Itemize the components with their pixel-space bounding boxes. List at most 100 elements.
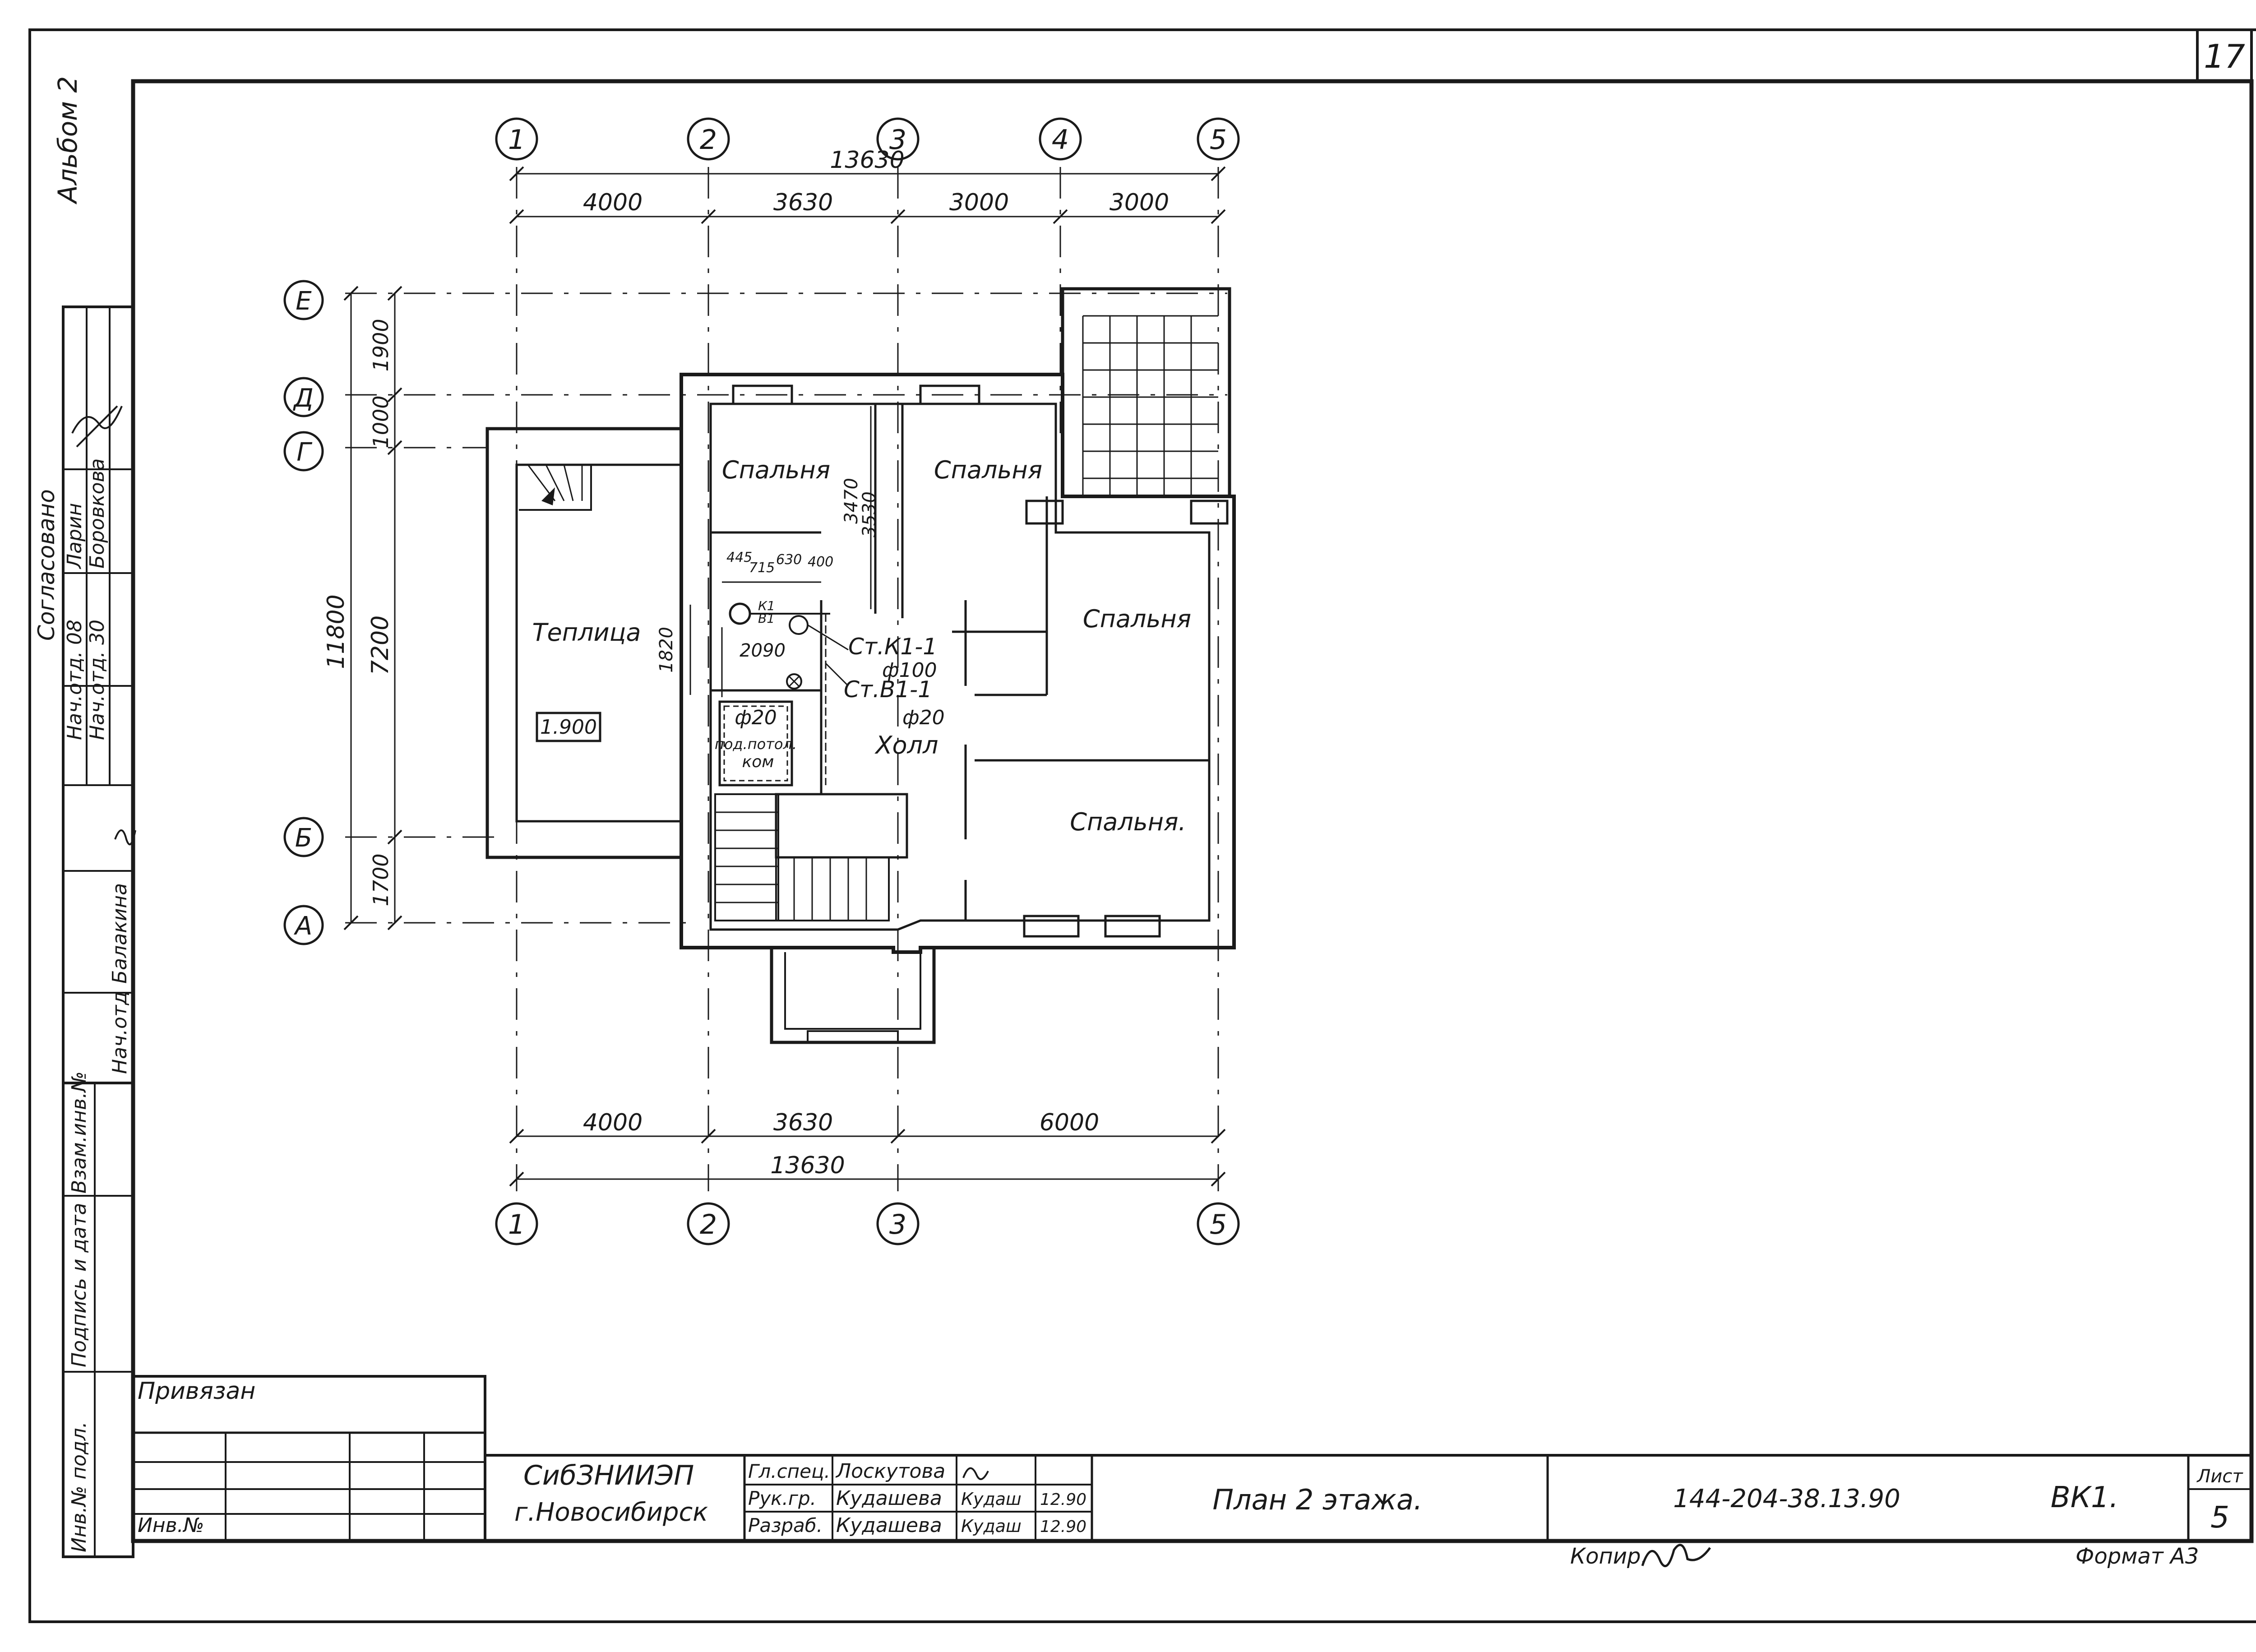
axis-bubble-top-4	[1039, 117, 1082, 161]
room-bedroom-3: Спальня	[1083, 605, 1191, 633]
stair-treads	[793, 857, 867, 921]
riser-v1-diameter: ф20	[902, 706, 945, 729]
leader-v1	[825, 662, 849, 687]
dim-bottom-3: 6000	[1040, 1109, 1099, 1136]
drawing-frame	[131, 79, 2254, 1543]
top-dimensions: 13630 4000 3630 3000 3000	[509, 147, 1226, 224]
replaced-inventory-label: Взам.инв.№	[68, 1071, 91, 1194]
window-top-1	[732, 384, 793, 405]
axis-bubble-bottom-3	[876, 1202, 920, 1245]
leader-k1	[807, 624, 849, 651]
axis-bubble-top-3	[876, 117, 920, 161]
format-label: Формат А3	[2076, 1544, 2199, 1569]
window-right-1	[1025, 500, 1064, 525]
axis-bubble-bottom-2	[687, 1202, 730, 1245]
axis-bubble-D	[283, 377, 324, 417]
dim-ticks-top	[509, 166, 1226, 224]
dim-left-2: 1000	[369, 395, 393, 448]
axis-label-top-1: 1	[508, 124, 525, 156]
floor-plan: 1 2 3 4 5 1 2 3 5 Е Д Г Б	[283, 117, 1240, 1245]
approval-name-2: Боровкова	[86, 458, 109, 569]
axis-label-bottom-3: 3	[889, 1209, 906, 1240]
approval-header: Согласовано	[33, 489, 60, 641]
axis-lines	[345, 167, 1227, 1191]
dim-interior-7: 3470	[841, 478, 862, 524]
dim-left-4: 1700	[369, 853, 393, 906]
utility-room-outline	[718, 700, 793, 787]
dim-ticks-left	[343, 286, 402, 930]
stair-landing	[775, 793, 908, 859]
axis-bubble-bottom-1	[495, 1202, 538, 1245]
axis-label-E: Е	[296, 287, 312, 316]
interior-dimensions: 445 715 630 400 1820 2090 3470 3530	[656, 406, 880, 695]
dim-left-3: 7200	[367, 615, 394, 675]
walls	[485, 373, 1236, 1044]
dim-bottom-2: 3630	[773, 1109, 833, 1136]
bottom-dimensions: 4000 3630 6000 13630	[509, 1109, 1226, 1187]
dim-bottom-1: 4000	[583, 1109, 643, 1136]
window-top-2	[919, 384, 980, 405]
stair-treads	[715, 811, 778, 903]
stair-arrow	[541, 487, 555, 505]
dim-interior-1: 445	[726, 550, 752, 565]
document-code: 144-204-38.13.90	[1673, 1484, 1900, 1513]
pipe-diameter-label: ф20	[735, 706, 777, 729]
plumbing: К1 В1 Ст.К1-1 ф100 Ст.В1-1 ф20	[721, 598, 945, 785]
inventory-box	[62, 1082, 134, 1558]
greenhouse-stair	[519, 464, 592, 511]
riser-k1-tag: К1	[758, 598, 775, 613]
bay-window	[807, 1030, 899, 1043]
staff-signature-3: Кудаш	[961, 1516, 1022, 1536]
axis-label-G: Г	[296, 438, 312, 467]
staff-name-1: Лоскутова	[835, 1460, 945, 1483]
side-stamp: Согласовано Нач.отд. 08 Нач.отд. 30 Лари…	[33, 305, 136, 1558]
stair-treads	[527, 464, 583, 501]
sheet-mark-box	[2196, 28, 2253, 83]
sheet-label: Лист	[2196, 1466, 2243, 1487]
title-block: Привязан Инв.№ СибЗНИИЭП г.Новосибирск Г…	[132, 1375, 2253, 1569]
approval-role-2: Нач.отд. 30	[86, 620, 109, 740]
sheet-number: 5	[2210, 1500, 2229, 1535]
riser-k1-diameter: ф100	[882, 659, 937, 682]
side-stamp-role: Нач.отд	[108, 991, 131, 1074]
axis-label-bottom-1: 1	[508, 1209, 525, 1240]
axis-label-bottom-2: 2	[700, 1209, 717, 1240]
dim-ticks-bottom	[509, 1129, 1226, 1187]
axis-bubble-top-2	[687, 117, 730, 161]
riser-v1-tag: В1	[758, 611, 775, 626]
axis-label-top-5: 5	[1210, 124, 1227, 156]
side-stamp-name: Балакина	[108, 883, 131, 984]
staff-signature-1	[962, 1467, 989, 1480]
utility-label-2: ком	[742, 753, 774, 771]
dim-bottom-total: 13630	[770, 1152, 845, 1179]
window-bottom-2	[1104, 915, 1161, 938]
riser-v1-symbol	[789, 615, 809, 635]
dim-interior-3: 630	[776, 552, 802, 568]
window-bottom-1	[1023, 915, 1080, 938]
dim-left-total: 11800	[323, 594, 350, 669]
axis-bubble-A	[283, 905, 324, 945]
axis-bubble-G	[283, 431, 324, 472]
side-stamp-signature	[114, 829, 136, 846]
left-dimensions: 11800 1900 1000 7200 1700	[323, 286, 402, 930]
axis-label-top-2: 2	[700, 124, 717, 156]
room-greenhouse: Теплица	[532, 618, 641, 647]
original-inventory-label: Инв.№ подл.	[68, 1421, 91, 1552]
staff-date-2: 12.90	[1040, 1490, 1086, 1509]
axis-label-bottom-5: 5	[1210, 1209, 1227, 1240]
dim-interior-5: 1820	[656, 627, 677, 673]
staff-role-2: Рук.гр.	[748, 1487, 816, 1509]
staff-signature-2: Кудаш	[961, 1489, 1022, 1509]
room-hall: Холл	[874, 731, 938, 759]
room-bedroom-2: Спальня	[934, 456, 1042, 484]
axis-bubble-bottom-5	[1197, 1202, 1240, 1245]
main-stair-right	[775, 856, 890, 921]
tied-label: Привязан	[138, 1378, 255, 1405]
sheet-title: План 2 этажа.	[1212, 1483, 1422, 1516]
dim-left-1: 1900	[369, 319, 393, 371]
stairs	[519, 464, 908, 921]
axis-label-top-3: 3	[889, 124, 906, 156]
approval-name-1: Ларин	[63, 503, 86, 569]
dim-interior-6: 2090	[740, 640, 786, 661]
